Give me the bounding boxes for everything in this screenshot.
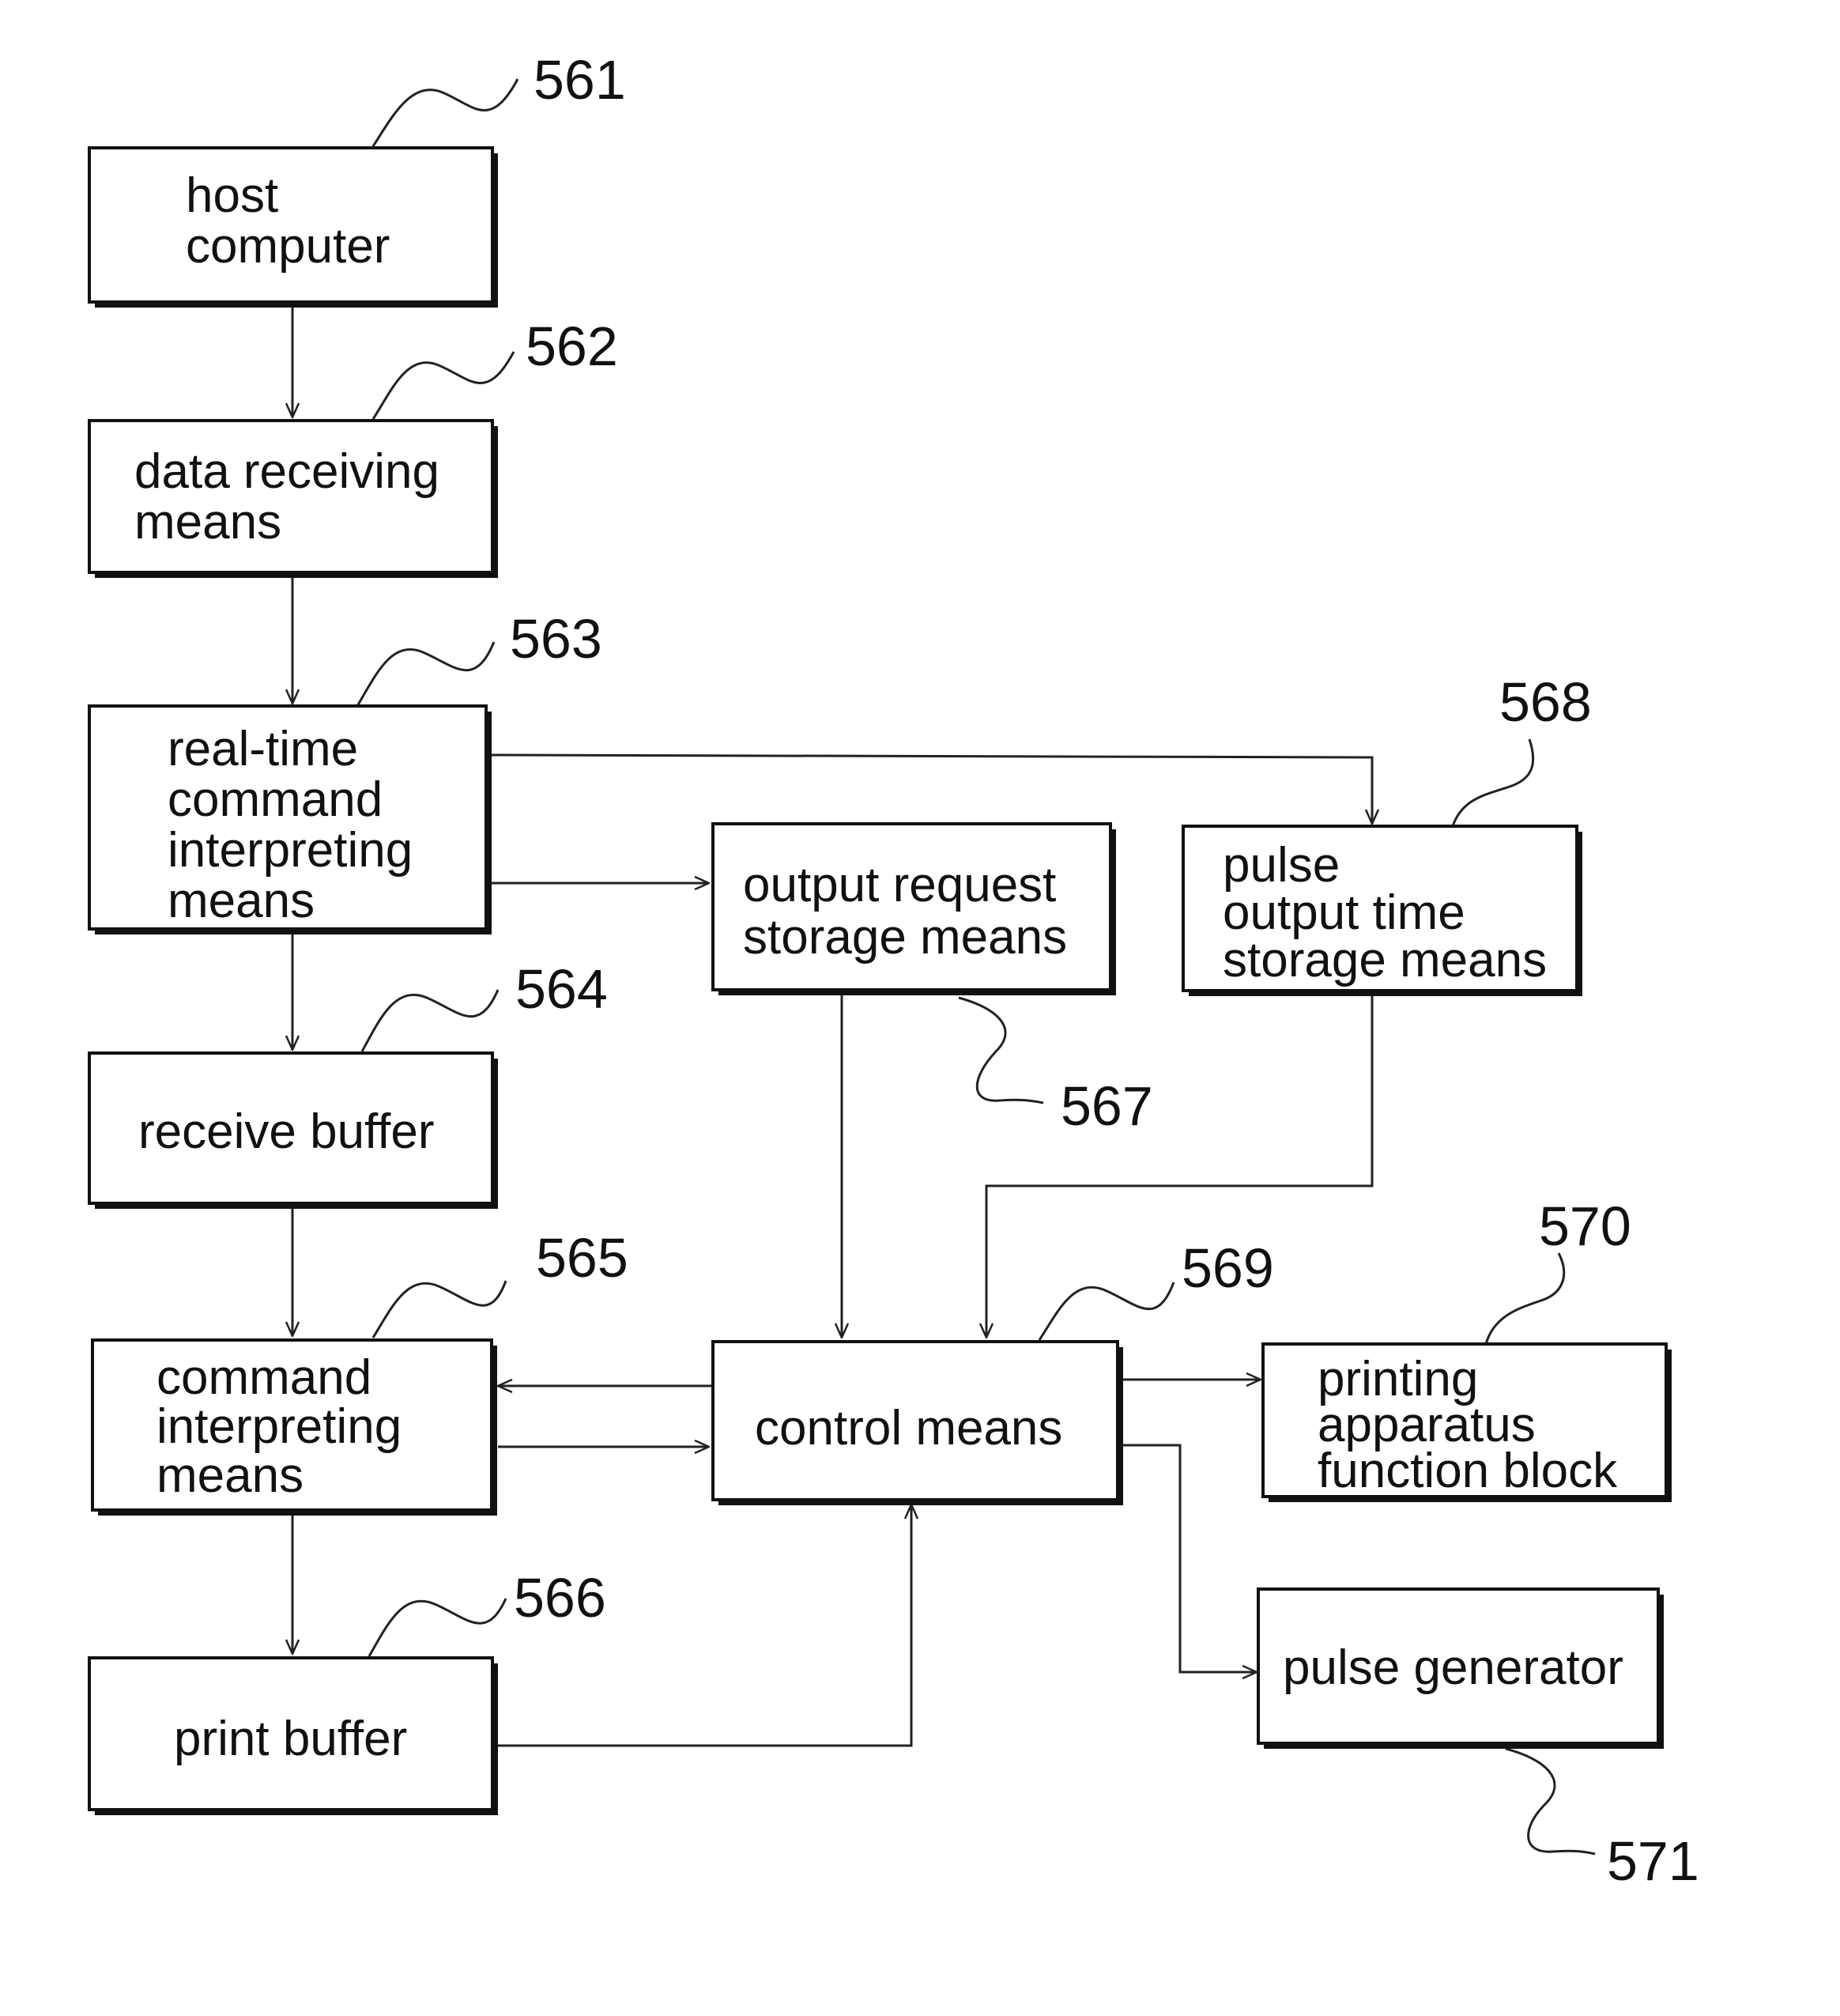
block-label-line: means	[156, 1448, 304, 1503]
block-562: data receivingmeans	[89, 421, 498, 578]
block-567: output requeststorage means	[713, 824, 1116, 995]
block-565: commandinterpretingmeans	[92, 1340, 497, 1516]
block-569: control means	[713, 1342, 1123, 1505]
leader-561	[373, 79, 518, 146]
block-label-line: command	[156, 1350, 371, 1405]
block-564: receive buffer	[89, 1053, 498, 1209]
reference-numeral-568: 568	[1499, 671, 1592, 733]
block-label-line: function block	[1318, 1444, 1618, 1498]
block-563: real-timecommandinterpretingmeans	[89, 706, 492, 934]
block-label-line: real-time	[168, 722, 358, 776]
arrow-569-to-571	[1122, 1445, 1257, 1672]
leader-566	[369, 1599, 506, 1656]
block-label-line: interpreting	[168, 823, 413, 878]
block-label-line: means	[168, 874, 315, 928]
block-561: hostcomputer	[89, 148, 498, 308]
leader-564	[362, 990, 498, 1051]
block-label-line: storage means	[1223, 933, 1547, 987]
leader-570	[1486, 1253, 1564, 1344]
reference-numeral-565: 565	[536, 1227, 628, 1289]
reference-numeral-566: 566	[514, 1567, 606, 1629]
block-label-line: interpreting	[156, 1399, 402, 1454]
block-label-line: receive buffer	[138, 1104, 435, 1159]
leader-565	[373, 1281, 506, 1338]
reference-numeral-562: 562	[526, 315, 618, 377]
reference-numeral-561: 561	[534, 49, 626, 111]
block-label-line: command	[168, 772, 383, 827]
block-label-line: means	[134, 495, 281, 549]
block-label-line: pulse	[1223, 838, 1340, 893]
leader-562	[373, 352, 514, 419]
leader-569	[1039, 1282, 1174, 1340]
arrow-568-to-569	[986, 994, 1372, 1338]
reference-numeral-563: 563	[510, 608, 602, 670]
block-label-line: control means	[755, 1401, 1062, 1455]
block-570: printingapparatusfunction block	[1263, 1344, 1672, 1502]
reference-numeral-571: 571	[1607, 1830, 1699, 1892]
reference-numeral-564: 564	[515, 958, 608, 1020]
block-label-line: pulse generator	[1283, 1640, 1623, 1695]
block-label-line: output time	[1223, 885, 1465, 940]
blocks: hostcomputerdata receivingmeansreal-time…	[89, 148, 1672, 1815]
block-566: print buffer	[89, 1658, 498, 1815]
block-label-line: output request	[743, 858, 1056, 912]
block-568: pulseoutput timestorage means	[1183, 826, 1582, 996]
reference-numeral-570: 570	[1539, 1195, 1631, 1257]
block-label-line: computer	[186, 219, 390, 274]
reference-numeral-567: 567	[1061, 1075, 1153, 1137]
leader-571	[1506, 1749, 1595, 1854]
block-label-line: host	[186, 168, 278, 223]
block-label-line: print buffer	[174, 1712, 407, 1766]
block-label-line: data receiving	[134, 444, 439, 499]
arrow-563-to-568	[492, 755, 1372, 824]
leader-567	[959, 998, 1043, 1103]
block-label-line: storage means	[743, 910, 1067, 965]
leader-568	[1453, 739, 1533, 826]
reference-numeral-569: 569	[1182, 1237, 1274, 1299]
leader-563	[357, 642, 494, 706]
block-571: pulse generator	[1258, 1589, 1664, 1749]
